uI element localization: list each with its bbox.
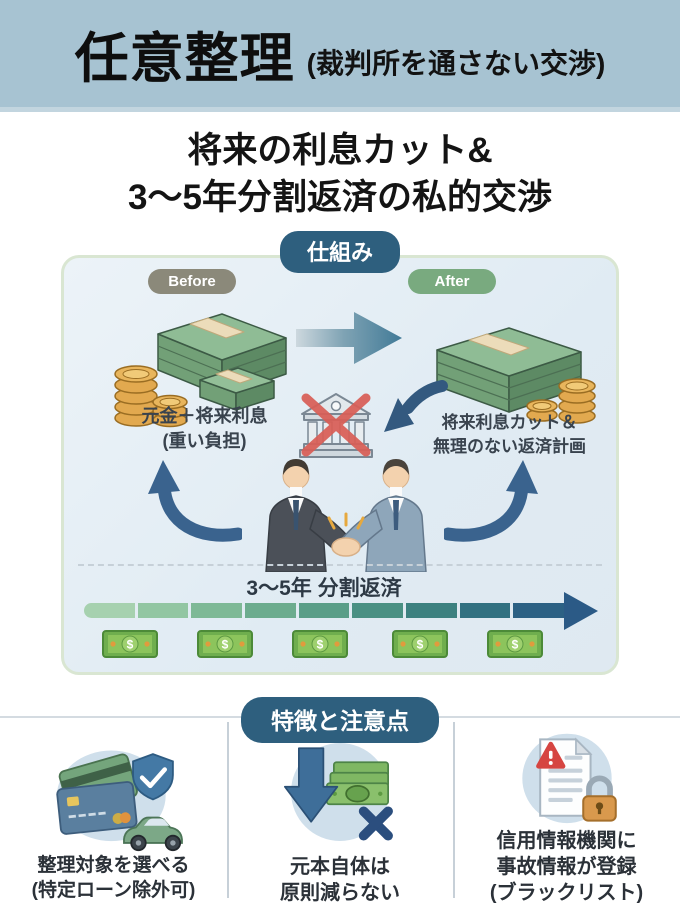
svg-text:$: $	[222, 638, 229, 652]
dollar-bill-icon: $	[292, 630, 348, 658]
curved-arrow-up-icon	[148, 460, 242, 542]
timeline-label: 3〜5年 分割返済	[246, 577, 402, 600]
feature-caption: 元本自体は 原則減らない	[280, 856, 400, 904]
dollar-bill-icon: $	[102, 630, 158, 658]
before-caption: 元金＋将来利息 (重い負担)	[141, 406, 268, 452]
big-down-arrow-icon	[284, 747, 339, 823]
divider-dashed	[78, 564, 602, 566]
bank-crossed-out-icon	[299, 393, 373, 458]
headline-line2: 3〜5年分割返済の私的交渉	[128, 177, 552, 217]
dollar-bill-icon: $	[392, 630, 448, 658]
header-band: 任意整理 (裁判所を通さない交渉)	[0, 0, 680, 112]
document-alert-lock-icon	[521, 733, 617, 824]
headline: 将来の利息カット& 3〜5年分割返済の私的交渉	[0, 128, 680, 222]
shield-check-icon	[131, 753, 174, 801]
red-cross-icon	[301, 393, 371, 457]
feature-caption: 信用情報機関に 事故情報が登録 (ブラックリスト)	[489, 830, 644, 904]
money-stack-coins-icon	[436, 327, 596, 424]
timeline-arrowhead	[564, 592, 598, 630]
features-columns: 整理対象を選べる (特定ローン除外可)	[0, 733, 680, 907]
lock-icon	[581, 775, 617, 822]
feature-item-credit-record: 信用情報機関に 事故情報が登録 (ブラックリスト)	[453, 733, 680, 907]
gradient-arrow-timeline	[84, 603, 565, 618]
feature-item-principal: 元本自体は 原則減らない	[227, 736, 453, 907]
after-badge: After	[408, 269, 496, 294]
handshake-icon	[265, 459, 427, 572]
hands-icon	[331, 537, 361, 557]
svg-text:$: $	[512, 638, 519, 652]
svg-text:$: $	[127, 638, 134, 652]
credit-cards-shield-car-icon	[55, 750, 183, 852]
dollar-bill-icon: $	[487, 630, 543, 658]
dollar-bill-icon: $	[197, 630, 253, 658]
money-decrease-cross-icon	[284, 743, 393, 841]
headline-line1: 将来の利息カット&	[187, 131, 493, 170]
page-title: 任意整理	[74, 29, 295, 89]
arrow-right-icon	[296, 312, 402, 364]
curved-arrow-up-icon	[444, 460, 538, 542]
before-badge: Before	[148, 269, 236, 294]
mechanism-panel: Before After	[61, 255, 619, 675]
money-stack-coins-icon	[114, 313, 287, 428]
feature-item-scope: 整理対象を選べる (特定ローン除外可)	[0, 736, 227, 907]
cross-icon	[358, 806, 393, 841]
page-subtitle: (裁判所を通さない交渉)	[306, 47, 606, 79]
column-separator	[453, 722, 455, 898]
car-icon	[122, 816, 183, 852]
warning-triangle-icon	[535, 741, 565, 769]
svg-text:$: $	[417, 638, 424, 652]
features-badge: 特徴と注意点	[241, 697, 439, 743]
svg-text:$: $	[317, 638, 324, 652]
column-separator	[227, 722, 229, 898]
mechanism-badge: 仕組み	[279, 231, 401, 273]
after-caption: 将来利息カット＆ 無理のない返済計画	[433, 413, 586, 456]
feature-caption: 整理対象を選べる (特定ローン除外可)	[31, 855, 196, 901]
sparkle-icon	[327, 512, 365, 530]
arrow-down-left-icon	[384, 380, 448, 432]
